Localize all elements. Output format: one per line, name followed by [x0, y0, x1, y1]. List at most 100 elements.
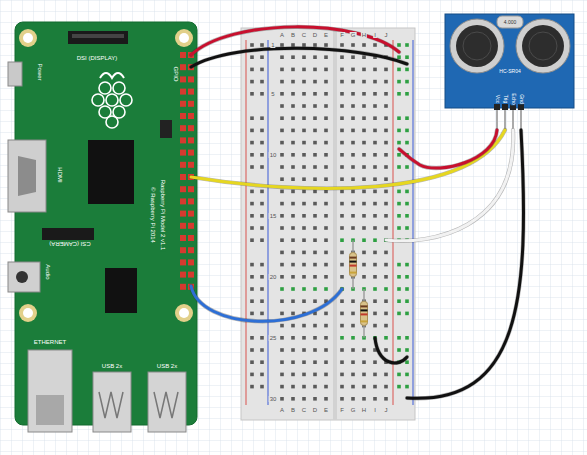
breadboard-hole	[313, 397, 317, 401]
breadboard-hole	[313, 141, 317, 145]
rail-hole	[250, 165, 254, 169]
hdmi-port	[18, 156, 36, 196]
breadboard-hole	[340, 214, 344, 218]
breadboard-hole	[351, 116, 355, 120]
rail-hole	[405, 226, 409, 230]
breadboard-hole	[373, 373, 377, 377]
breadboard-hole	[280, 373, 284, 377]
breadboard-hole	[302, 397, 306, 401]
gpio-pin	[180, 235, 186, 241]
breadboard-hole	[340, 55, 344, 59]
gpio-pin	[180, 198, 186, 204]
ultrasonic-sensor	[445, 14, 574, 130]
column-letter: B	[290, 407, 296, 413]
breadboard	[241, 28, 415, 420]
gpio-pin	[180, 137, 186, 143]
column-letter: H	[361, 32, 367, 38]
resistor-band	[350, 265, 357, 267]
breadboard-hole	[340, 80, 344, 84]
gpio-pin	[188, 137, 194, 143]
breadboard-hole	[280, 360, 284, 364]
breadboard-hole	[291, 202, 295, 206]
breadboard-hole	[324, 55, 328, 59]
breadboard-hole	[351, 153, 355, 157]
breadboard-hole	[280, 226, 284, 230]
gpio-pin	[180, 211, 186, 217]
breadboard-hole	[384, 165, 388, 169]
rail-hole	[397, 141, 401, 145]
gpio-pin	[188, 186, 194, 192]
breadboard-hole	[313, 251, 317, 255]
breadboard-hole	[302, 226, 306, 230]
rail-hole	[405, 165, 409, 169]
column-letter: G	[350, 407, 357, 413]
breadboard-hole	[351, 80, 355, 84]
breadboard-hole	[280, 190, 284, 194]
gpio-pin	[188, 76, 194, 82]
rail-hole	[260, 238, 264, 242]
breadboard-hole	[291, 80, 295, 84]
breadboard-hole	[351, 336, 355, 340]
board-label: USB 2x	[156, 363, 178, 369]
rail-hole	[260, 116, 264, 120]
breadboard-hole	[351, 104, 355, 108]
gpio-pin	[180, 284, 186, 290]
soc-chip	[88, 140, 134, 204]
resistor-band	[361, 309, 368, 311]
rail-hole	[397, 190, 401, 194]
breadboard-hole	[351, 202, 355, 206]
rail-hole	[405, 92, 409, 96]
breadboard-hole	[302, 251, 306, 255]
breadboard-hole	[280, 397, 284, 401]
breadboard-hole	[291, 214, 295, 218]
breadboard-hole	[302, 202, 306, 206]
breadboard-hole	[313, 299, 317, 303]
breadboard-hole	[373, 251, 377, 255]
mounting-hole-ring	[19, 29, 37, 47]
mounting-hole	[23, 33, 33, 43]
rail-hole	[260, 336, 264, 340]
transducer-mesh	[522, 25, 564, 67]
breadboard-hole	[351, 373, 355, 377]
column-letter: D	[312, 407, 318, 413]
rail-hole	[250, 43, 254, 47]
gpio-pin	[188, 198, 194, 204]
breadboard-hole	[313, 153, 317, 157]
rail-hole	[260, 153, 264, 157]
breadboard-hole	[362, 92, 366, 96]
rail-hole	[250, 68, 254, 72]
breadboard-hole	[324, 214, 328, 218]
transducer-ring	[463, 32, 491, 60]
breadboard-hole	[340, 312, 344, 316]
rail-hole	[397, 116, 401, 120]
board-label: DSI (DISPLAY)	[76, 55, 119, 61]
rail-hole	[260, 190, 264, 194]
breadboard-hole	[373, 226, 377, 230]
breadboard-hole	[302, 299, 306, 303]
resistor-band	[361, 305, 368, 307]
breadboard-hole	[373, 43, 377, 47]
breadboard-hole	[313, 165, 317, 169]
gpio-pin	[180, 174, 186, 180]
rail-hole	[250, 238, 254, 242]
pin-name: Trig	[503, 94, 508, 104]
pin-header	[494, 104, 500, 110]
logo-berry	[92, 94, 104, 106]
mounting-hole-ring	[175, 29, 193, 47]
rail-hole	[250, 92, 254, 96]
breadboard-hole	[280, 141, 284, 145]
breadboard-hole	[324, 177, 328, 181]
breadboard-hole	[384, 263, 388, 267]
breadboard-hole	[324, 141, 328, 145]
rail-line-red	[393, 40, 394, 405]
breadboard-hole	[291, 263, 295, 267]
resistor-band	[361, 320, 368, 322]
breadboard-hole	[384, 202, 388, 206]
breadboard-hole	[373, 165, 377, 169]
rail-hole	[260, 348, 264, 352]
wire-shadow	[191, 48, 407, 67]
breadboard-hole	[280, 263, 284, 267]
rail-hole	[405, 190, 409, 194]
breadboard-hole	[362, 153, 366, 157]
breadboard-hole	[324, 324, 328, 328]
